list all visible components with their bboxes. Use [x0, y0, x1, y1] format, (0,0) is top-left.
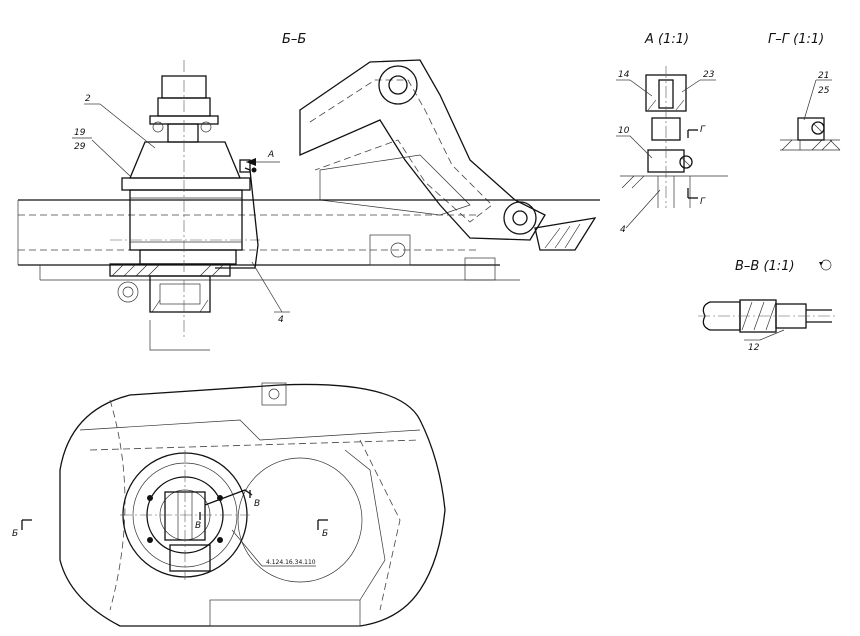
cut-b-right: Б [322, 529, 328, 539]
position-12: 12 [748, 343, 760, 353]
lube-pipe [215, 159, 259, 269]
rotation-icon [820, 259, 832, 271]
section-gg-detail: Г–Г (1:1) 21 25 [768, 32, 841, 151]
position-4-main: 4 [278, 315, 284, 325]
rotation-arrow-icon [819, 262, 823, 266]
plan-view: В В Б Б 4.124.16.34.110 [12, 382, 446, 627]
position-2: 2 [85, 94, 91, 104]
plan-code-label: 4.124.16.34.110 [266, 559, 316, 566]
section-vv-title: В–В (1:1) [735, 259, 795, 274]
cut-g-top: Г [700, 125, 706, 135]
frame-beam [17, 199, 600, 281]
view-a-title: А (1:1) [644, 32, 689, 47]
position-21: 21 [818, 71, 829, 81]
crossbar-hatch [109, 263, 231, 277]
position-14: 14 [618, 70, 630, 80]
plan-bearing-unit [120, 450, 253, 580]
position-19: 19 [74, 128, 86, 138]
main-unit [110, 60, 260, 351]
position-23: 23 [703, 70, 715, 80]
section-bb-title: Б–Б [282, 32, 306, 47]
position-25: 25 [818, 86, 830, 96]
cut-v-right: В [254, 499, 260, 509]
cut-v-left: В [195, 521, 201, 531]
section-gg-title: Г–Г (1:1) [768, 32, 824, 47]
cut-g-bottom: Г [700, 197, 706, 207]
section-bb-view: Б–Б [17, 32, 600, 351]
view-a-arrow: А [246, 150, 280, 166]
cut-b-left: Б [12, 529, 18, 539]
view-a-detail: А (1:1) Г Г 14 23 10 4 [616, 32, 728, 235]
position-10: 10 [618, 126, 630, 136]
position-leaders-bb: 2 19 29 4 [72, 94, 290, 325]
position-4-detail: 4 [620, 225, 626, 235]
section-vv-detail: В–В (1:1) 12 [698, 259, 836, 353]
position-29: 29 [74, 142, 86, 152]
lever-arm [299, 59, 546, 241]
view-a-marker: А [267, 150, 274, 160]
